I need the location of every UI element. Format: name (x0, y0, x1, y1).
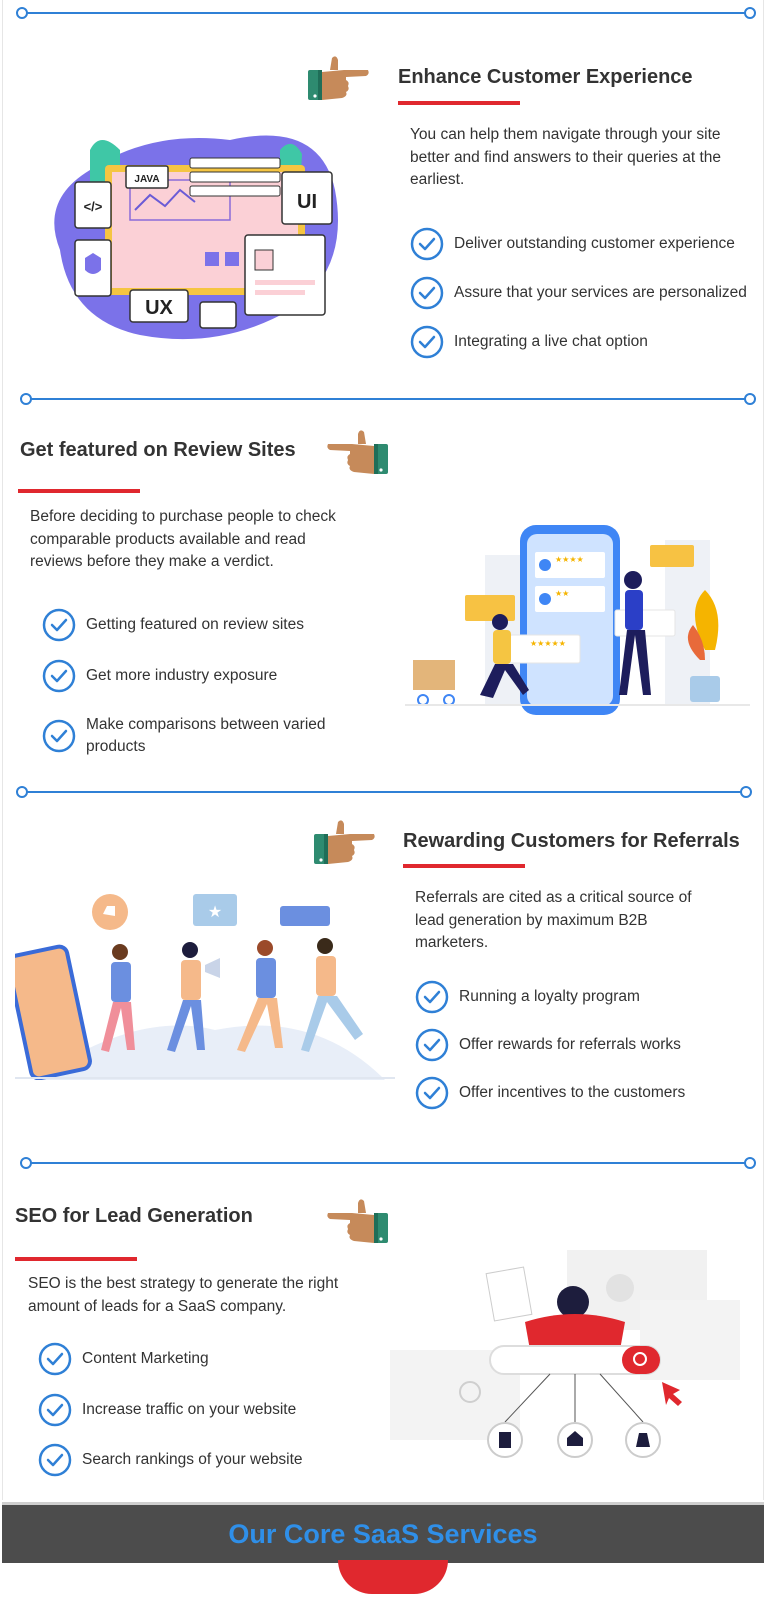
title-underline (403, 864, 525, 868)
pointing-hand-icon (327, 1199, 388, 1243)
reviews-illustration: ★★★★ ★★ ★★★★★ (405, 525, 750, 715)
list-item-text: Make comparisons between varied products (86, 716, 326, 755)
list-item-text: Increase traffic on your website (82, 1401, 297, 1418)
list-item: Deliver outstanding customer experience (410, 227, 735, 261)
list-item: Integrating a live chat option (410, 325, 648, 359)
check-circle-icon (410, 325, 444, 359)
seo-illustration (390, 1250, 740, 1458)
section-title: Rewarding Customers for Referrals (403, 830, 740, 852)
list-item-text: Content Marketing (82, 1350, 209, 1367)
section-description: SEO is the best strategy to generate the… (28, 1275, 339, 1315)
check-circle-icon (42, 608, 76, 642)
list-item: Content Marketing (38, 1342, 209, 1376)
list-item: Make comparisons between varied products (42, 714, 342, 758)
section-description: Referrals are cited as a critical source… (415, 889, 692, 951)
list-item-text: Offer incentives to the customers (459, 1084, 686, 1101)
check-circle-icon (410, 276, 444, 310)
list-item-text: Getting featured on review sites (86, 616, 304, 633)
pointing-hand-icon (308, 56, 369, 100)
check-circle-icon (415, 980, 449, 1014)
pointing-hand-icon (327, 430, 388, 474)
svg-text:★★★★: ★★★★ (555, 555, 584, 564)
java-label: JAVA (134, 174, 159, 185)
list-item: Running a loyalty program (415, 980, 640, 1014)
list-item-text: Search rankings of your website (82, 1451, 303, 1468)
list-item: Increase traffic on your website (38, 1393, 296, 1427)
check-circle-icon (42, 719, 76, 753)
title-underline (18, 489, 140, 493)
section-description: Before deciding to purchase people to ch… (30, 508, 336, 570)
list-item-text: Assure that your services are personaliz… (454, 284, 747, 301)
banner-title: Our Core SaaS Services (228, 1518, 538, 1549)
footer-banner: Our Core SaaS Services (2, 1502, 764, 1563)
list-item: Getting featured on review sites (42, 608, 304, 642)
section-divider (20, 393, 756, 405)
list-item: Get more industry exposure (42, 659, 277, 693)
code-label: </> (84, 199, 103, 214)
ux-label: UX (145, 297, 173, 319)
list-item-text: Integrating a live chat option (454, 333, 648, 350)
page-edge-right (763, 0, 764, 1500)
check-circle-icon (415, 1028, 449, 1062)
list-item-text: Deliver outstanding customer experience (454, 235, 735, 252)
section-divider (20, 1157, 756, 1169)
referrals-illustration: ★ (15, 894, 395, 1080)
check-circle-icon (38, 1443, 72, 1477)
list-item: Offer rewards for referrals works (415, 1028, 681, 1062)
ui-label: UI (297, 191, 317, 213)
page-edge-left (2, 0, 3, 1500)
title-underline (398, 101, 520, 105)
list-item: Assure that your services are personaliz… (410, 276, 747, 310)
svg-text:★: ★ (208, 902, 222, 921)
decorative-red-semicircle (338, 1560, 448, 1594)
check-circle-icon (42, 659, 76, 693)
svg-text:★★★★★: ★★★★★ (530, 639, 566, 648)
list-item: Offer incentives to the customers (415, 1076, 685, 1110)
section-title: Enhance Customer Experience (398, 66, 693, 88)
list-item-text: Offer rewards for referrals works (459, 1036, 681, 1053)
title-underline (15, 1257, 137, 1261)
check-circle-icon (415, 1076, 449, 1110)
check-circle-icon (410, 227, 444, 261)
check-circle-icon (38, 1393, 72, 1427)
list-item-text: Running a loyalty program (459, 988, 640, 1005)
section-divider (16, 786, 752, 798)
pointing-hand-icon (314, 820, 375, 864)
list-item-text: Get more industry exposure (86, 667, 278, 684)
section-title: SEO for Lead Generation (15, 1205, 253, 1227)
section-title: Get featured on Review Sites (20, 439, 296, 461)
ui-ux-illustration: JAVA </> UI UX (54, 135, 339, 340)
section-divider (16, 7, 756, 19)
svg-text:★★: ★★ (555, 589, 569, 598)
check-circle-icon (38, 1342, 72, 1376)
list-item: Search rankings of your website (38, 1443, 303, 1477)
section-description: You can help them navigate through your … (410, 126, 722, 188)
